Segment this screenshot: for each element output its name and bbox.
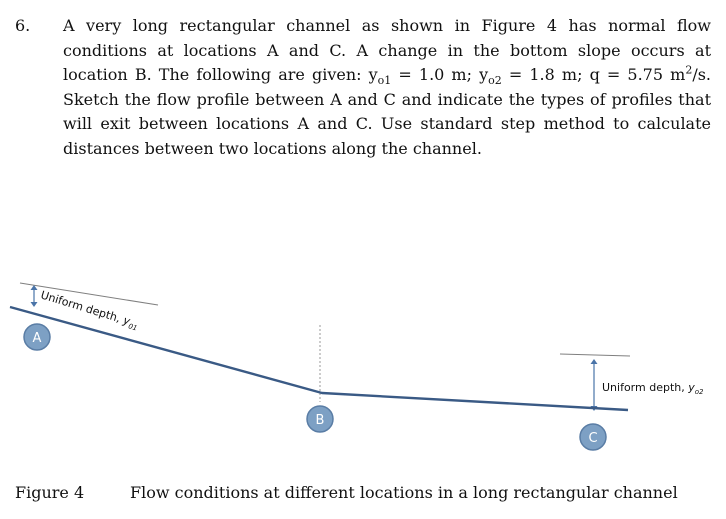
channel-bed	[9, 305, 629, 412]
figure-caption: Flow conditions at different locations i…	[130, 483, 678, 502]
question-text-part4: /s. Sketch the flow profile between A an…	[63, 65, 712, 158]
superscript-2: 2	[685, 63, 693, 77]
location-marker-c: C	[579, 423, 607, 451]
depth-arrow-downstream	[590, 359, 598, 411]
question-text-part3: = 1.8 m; q = 5.75 m	[501, 65, 686, 85]
question-text-part1: A very long rectangular channel as shown…	[63, 16, 711, 85]
location-a-label: A	[33, 331, 42, 346]
location-marker-b: B	[306, 405, 334, 433]
water-surface-upstream	[19, 282, 159, 306]
uniform-depth-label-2: Uniform depth, yo2	[602, 381, 704, 396]
subscript-o1: o1	[377, 74, 392, 88]
figure-number: Figure 4	[15, 483, 85, 502]
question-text: A very long rectangular channel as shown…	[63, 14, 711, 162]
question-text-part2: = 1.0 m; y	[391, 65, 489, 85]
location-c-label: C	[588, 431, 597, 446]
subscript-o2: o2	[488, 74, 502, 88]
uniform-depth-label-1: Uniform depth, y01	[39, 288, 141, 332]
depth-arrow-upstream	[30, 285, 38, 307]
location-b-label: B	[316, 413, 325, 428]
question-number: 6.	[15, 16, 31, 35]
location-marker-a: A	[23, 323, 51, 351]
water-surface-downstream	[559, 353, 631, 357]
